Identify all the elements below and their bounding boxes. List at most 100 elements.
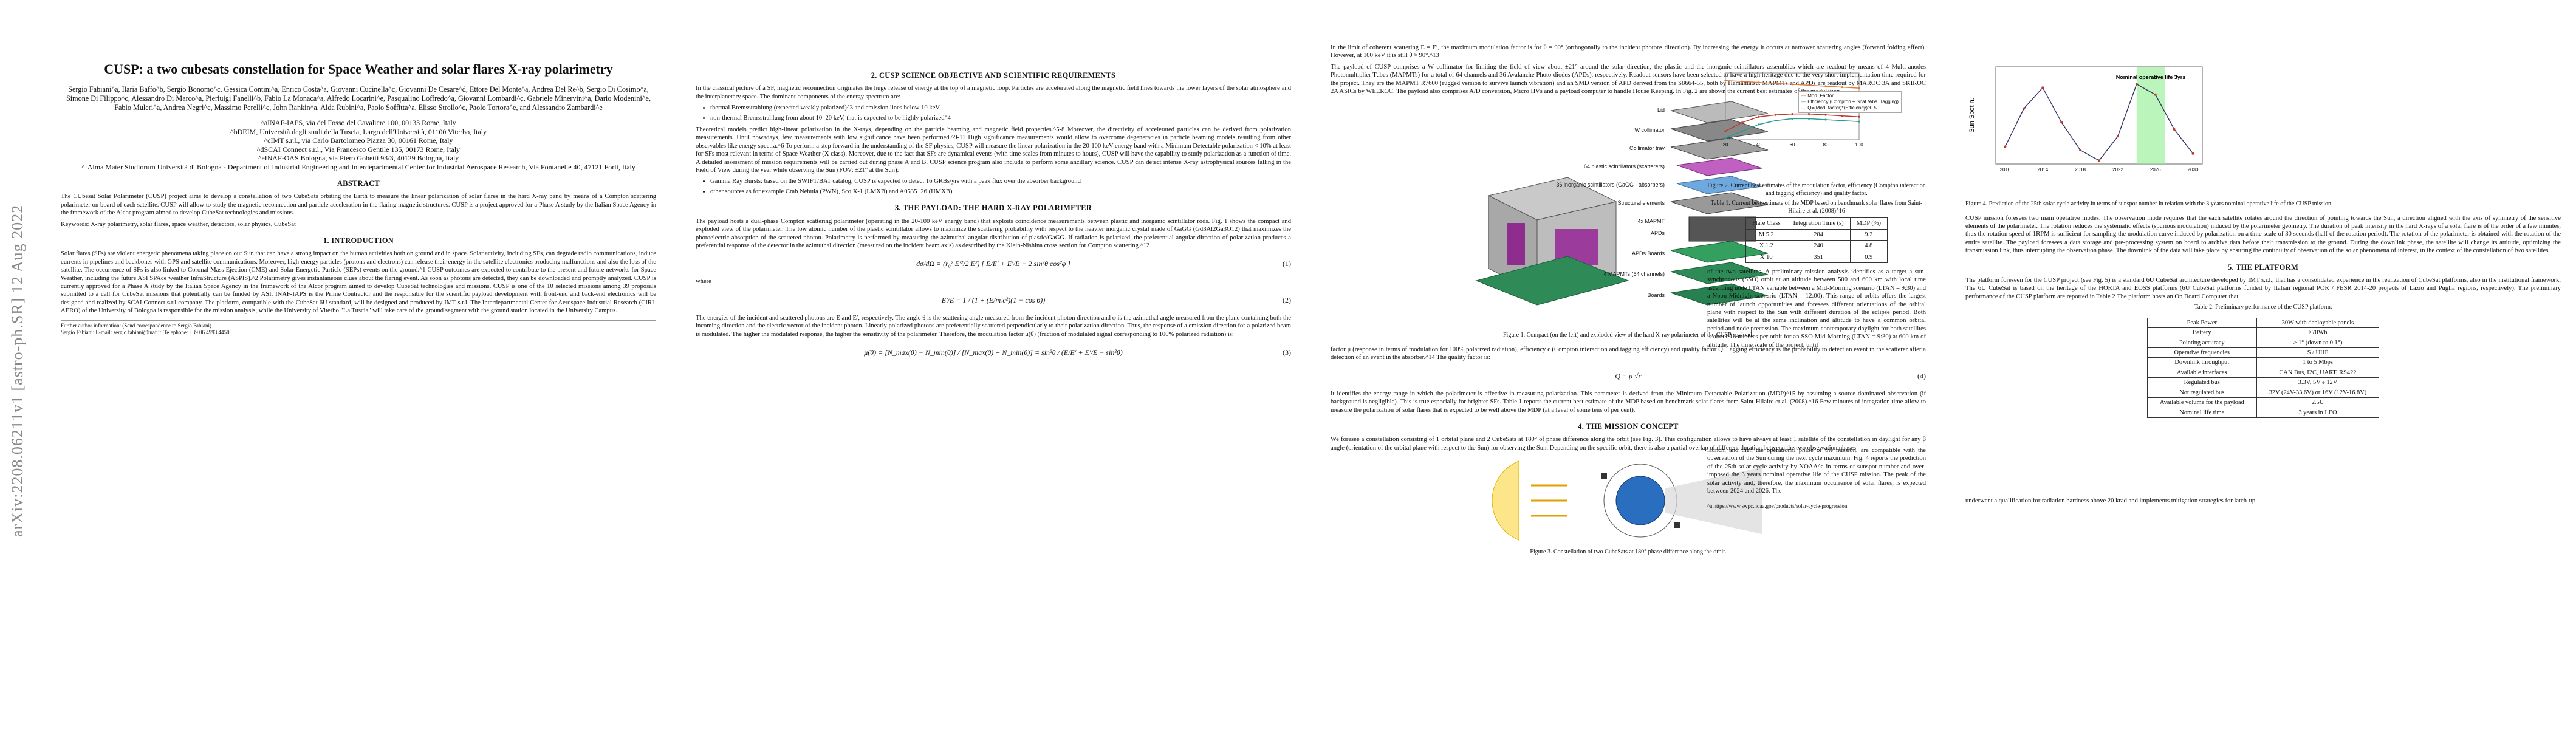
ancillary-list: Gamma Ray Bursts: based on the SWIFT/BAT… (696, 177, 1291, 196)
table-cell: 351 (1786, 251, 1851, 264)
exploded-view (1670, 101, 1769, 306)
table-cell: 4.8 (1849, 240, 1888, 252)
body-paragraph: The platform foreseen for the CUSP proje… (1965, 277, 2561, 300)
table-cell: Available volume for the payload (2146, 397, 2257, 408)
data-point (1774, 82, 1777, 84)
x-tick-label: 2030 (2188, 167, 2199, 173)
data-point (2191, 152, 2194, 155)
equation-body: E′/E = 1 / (1 + (E/mₑc²)(1 − cos θ)) (941, 295, 1046, 304)
fig1-label: Structural elements (1617, 200, 1665, 206)
table-cell: 2.5U (2256, 397, 2380, 408)
fig1-label: 36 inorganic scintillators (GaGG - absor… (1556, 182, 1665, 188)
x-tick-label: 40 (1756, 142, 1762, 148)
footnote: Further author information: (Send corres… (61, 320, 656, 336)
fig1-label: Collimator tray (1629, 145, 1665, 151)
table-row: Pointing accuracy> 1° (down to 0.1°) (2146, 337, 2380, 349)
table-header: Flare Class (1745, 217, 1787, 230)
legend-entry: — Mod. Factor (1801, 93, 1834, 98)
body-paragraph: of the two satellites. A preliminary mis… (1707, 269, 1926, 349)
section-3-paragraph: The energies of the incident and scatter… (696, 314, 1291, 338)
data-point (1758, 81, 1760, 84)
data-point (1724, 79, 1727, 82)
table-cell: 3.3V, 5V e 12V (2256, 377, 2380, 388)
equation-3: μ(θ) = [N_max(θ) − N_min(θ)] / [N_max(θ)… (696, 342, 1291, 363)
equation-number: (1) (1283, 259, 1291, 269)
affiliation: ^aINAF-IAPS, via del Fosso del Cavaliere… (261, 118, 456, 127)
data-point (1724, 130, 1727, 132)
table-cell: 32V (24V-33.6V) or 16V (12V-16.8V) (2256, 387, 2380, 399)
table-cell: 0.9 (1849, 251, 1888, 264)
data-point (1741, 130, 1744, 132)
data-point (1807, 117, 1810, 120)
table-cell: 240 (1786, 240, 1851, 252)
section-2-paragraph: Theoretical models predict high-linear p… (696, 126, 1291, 174)
plot-frame (1995, 66, 2203, 165)
fig1-label: W collimator (1634, 127, 1665, 133)
section-3-heading: 3. THE PAYLOAD: THE HARD X-RAY POLARIMET… (894, 204, 1092, 213)
data-point (1741, 80, 1744, 83)
equation-1: dσ/dΩ = (r₀² E′²/2 E²) [ E/E′ + E′/E − 2… (696, 253, 1291, 274)
x-tick-label: 80 (1823, 142, 1829, 148)
legend-label: Efficiency (Compton + Scat./Abs. Tagging… (1807, 99, 1899, 104)
figure-1-caption: Figure 1. Compact (on the left) and expl… (1502, 332, 1754, 339)
data-point (1758, 115, 1760, 118)
data-point (1841, 115, 1844, 117)
intro-text: Solar flares (SFs) are violent energetic… (61, 250, 656, 315)
page-3: In the limit of coherent scattering E = … (1318, 0, 1938, 729)
figure-4-caption: Figure 4. Prediction of the 25th solar c… (1965, 200, 2333, 207)
table-cell: 284 (1786, 228, 1851, 241)
section-3-paragraph: The payload hosts a dual-phase Compton s… (696, 217, 1291, 249)
table-cell: 1 to 5 Mbps (2256, 357, 2380, 368)
body-paragraph: It identifies the energy range in which … (1331, 390, 1926, 414)
body-paragraph: We foresee a constellation consisting of… (1331, 436, 1926, 451)
table-cell: >70Wh (2256, 327, 2380, 338)
data-point (1758, 123, 1760, 126)
table-cell: Not regulated bus (2146, 387, 2257, 399)
author-list: Sergio Fabiani^a, Ilaria Baffo^b, Sergio… (66, 85, 651, 112)
operative-life-band (2136, 67, 2165, 164)
legend-label: Q=(Mod. factor)*(Efficiency)^0.5 (1807, 105, 1877, 111)
affiliation: ^cIMT s.r.l., via Carlo Bartolomeo Piazz… (264, 136, 453, 145)
table-1-caption: Table 1. Current best estimate of the MD… (1710, 200, 1923, 214)
section-5-heading: 5. THE PLATFORM (2228, 262, 2298, 272)
table-cell: 3 years in LEO (2256, 407, 2380, 418)
data-point (1791, 117, 1793, 120)
data-point (2060, 121, 2063, 124)
body-paragraph: factor μ (response in terms of modulatio… (1331, 346, 1926, 361)
body-paragraph: underwent a qualification for radiation … (1965, 497, 2256, 504)
body-paragraph: CUSP mission foresees two main operative… (1965, 214, 2561, 255)
affiliation: ^dSCAI Connect s.r.l., Via Francesco Gen… (256, 145, 461, 154)
data-point (2023, 107, 2026, 110)
body-paragraph: The payload of CUSP comprises a W collim… (1331, 63, 1926, 95)
data-point (2173, 128, 2176, 131)
list-item: thermal Bremsstrahlung (expected weakly … (710, 104, 1291, 112)
x-tick-label: 2022 (2112, 167, 2123, 173)
fig1-label: 64 plastic scintillators (scatterers) (1584, 163, 1665, 169)
table-cell: > 1° (down to 0.1°) (2256, 337, 2380, 349)
keywords: Keywords: X-ray polarimetry, solar flare… (61, 221, 296, 228)
table-cell: Pointing accuracy (2146, 337, 2257, 349)
operative-life-label: Nominal operative life 3yrs (2116, 74, 2186, 80)
data-point (2041, 86, 2044, 89)
table-cell: Nominal life time (2146, 407, 2257, 418)
table-cell: 9.2 (1849, 228, 1888, 241)
data-point (1807, 84, 1810, 87)
legend-entry: — Q=(Mod. factor)*(Efficiency)^0.5 (1801, 105, 1877, 111)
equation-number: (2) (1283, 295, 1291, 304)
arxiv-identifier: arXiv:2208.06211v1 [astro-ph.SR] 12 Aug … (9, 204, 26, 537)
figure-1-labels: Lid W collimator Collimator tray 64 plas… (1556, 107, 1665, 298)
x-tick-label: 2018 (2075, 167, 2086, 173)
data-point (2098, 159, 2100, 162)
data-point (1841, 119, 1844, 122)
satellite-icon (1601, 473, 1607, 480)
data-point (1841, 86, 1844, 89)
affiliation: ^bDEIM, Università degli studi della Tus… (230, 127, 487, 136)
